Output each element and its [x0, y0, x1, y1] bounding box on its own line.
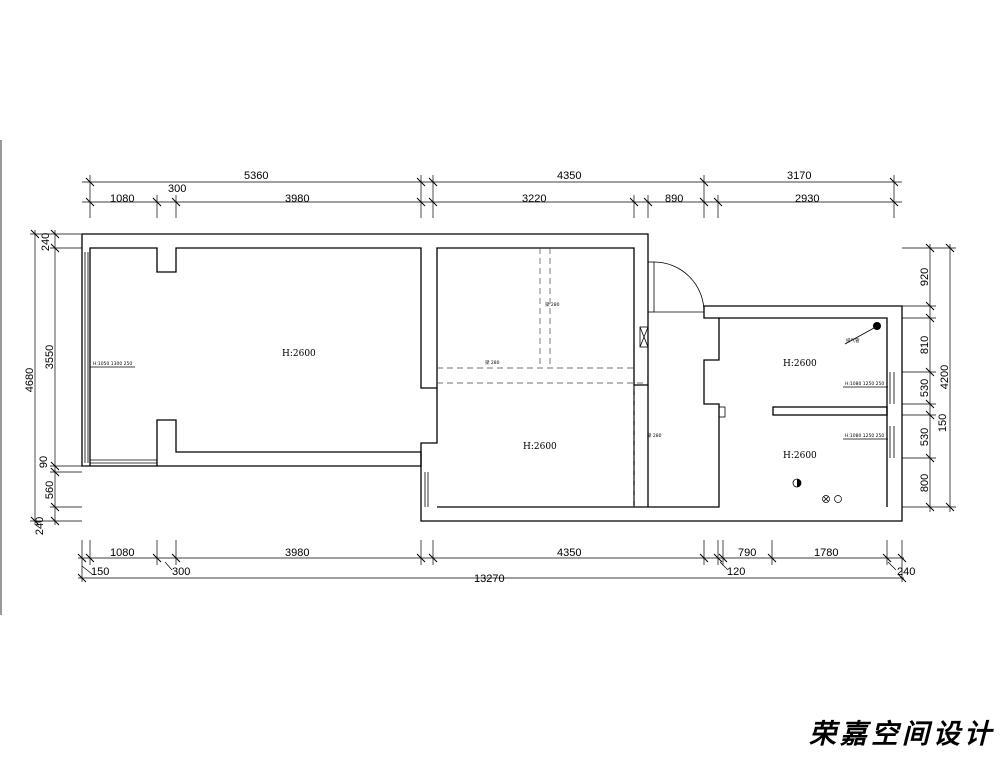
left-dimensions [30, 229, 82, 526]
walls [81, 233, 903, 522]
exhaust-note: 排气管 [846, 337, 860, 344]
dim-left-560: 560 [44, 481, 56, 499]
dim-right-530-top: 530 [919, 379, 931, 397]
dim-right-800: 800 [919, 474, 931, 492]
dim-bottom-4350: 4350 [557, 547, 581, 559]
room-height-upper-right: H:2600 [783, 359, 817, 369]
beam-note-vertical: 梁 280 [545, 301, 560, 308]
dim-left-240-bottom: 240 [34, 517, 46, 535]
dim-bottom-total: 13270 [474, 573, 505, 585]
dim-bottom-240: 240 [897, 566, 915, 578]
column [718, 406, 726, 418]
dim-top-3980: 3980 [285, 193, 309, 205]
beam-note-horizontal: 梁 280 [485, 359, 500, 366]
dim-bottom-300: 300 [172, 566, 190, 578]
window-note-left: H:1050 1300 250 [93, 361, 132, 367]
dim-bottom-150: 150 [91, 566, 109, 578]
dim-right-810: 810 [919, 336, 931, 354]
dim-top-3170: 3170 [787, 170, 811, 182]
dim-top-2930: 2930 [795, 193, 819, 205]
right-dimensions [902, 243, 956, 512]
top-dimensions [82, 175, 902, 218]
brand-logo-text: 荣嘉空间设计 [809, 719, 995, 750]
dim-left-90: 90 [38, 456, 50, 468]
dim-bottom-3980: 3980 [285, 547, 309, 559]
outlet-icon [834, 495, 842, 503]
dim-right-total: 4200 [939, 365, 951, 389]
room-height-living: H:2600 [282, 349, 316, 359]
dim-bottom-120: 120 [727, 566, 745, 578]
dim-bottom-1780: 1780 [814, 547, 838, 559]
beam-note-right: 梁 280 [647, 432, 662, 439]
fixtures [792, 322, 881, 503]
entry-door [639, 261, 705, 348]
valve-icon [822, 495, 830, 503]
dim-bottom-1080: 1080 [110, 547, 134, 559]
dim-top-4350: 4350 [557, 170, 581, 182]
middle-lower-wall [420, 305, 903, 522]
dim-top-5360: 5360 [244, 170, 268, 182]
window-note-right-top: H:1080 1250 250 [845, 381, 884, 387]
dim-top-3220: 3220 [522, 193, 546, 205]
room-height-middle: H:2600 [523, 442, 557, 452]
outer-wall [81, 233, 649, 467]
dim-right-530-bottom: 530 [919, 428, 931, 446]
dim-top-890: 890 [665, 193, 683, 205]
dim-left-total: 4680 [24, 368, 36, 392]
beams [437, 248, 648, 507]
dim-right-150: 150 [937, 414, 949, 432]
exhaust-pipe-icon [873, 322, 881, 330]
dim-top-300: 300 [168, 183, 186, 195]
room-height-lower-right: H:2600 [783, 451, 817, 461]
dim-top-1080: 1080 [110, 193, 134, 205]
dim-left-3550: 3550 [44, 345, 56, 369]
bathroom-partition [772, 406, 888, 416]
dim-right-920: 920 [919, 268, 931, 286]
right-room-wall [719, 317, 888, 507]
window-note-right-bottom: H:1080 1250 250 [845, 433, 884, 439]
dim-bottom-790: 790 [738, 547, 756, 559]
dim-left-240-top: 240 [40, 233, 52, 251]
windows [84, 252, 895, 507]
bottom-dimensions [77, 540, 907, 583]
